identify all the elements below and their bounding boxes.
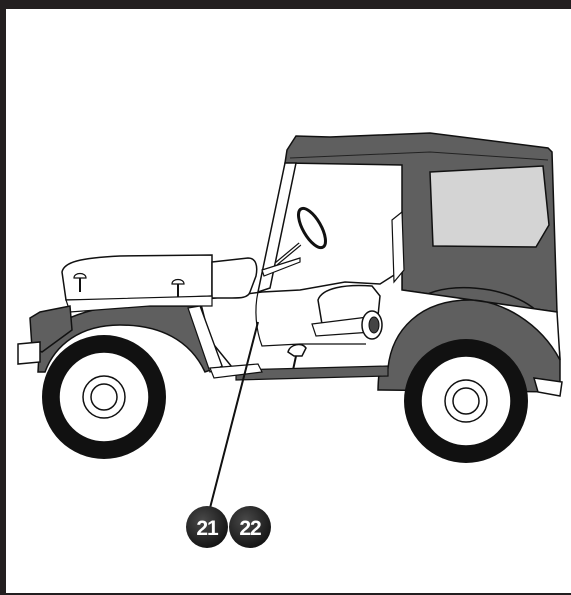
callout-22-label: 22 — [239, 517, 261, 540]
front-wheel — [42, 335, 166, 459]
rear-window — [430, 166, 549, 247]
callout-21: 21 — [186, 506, 228, 548]
cowl — [212, 258, 257, 298]
rear-wheel — [404, 339, 528, 463]
rear-bumper — [534, 378, 562, 396]
callout-21-label: 21 — [196, 517, 219, 540]
windshield — [258, 163, 300, 292]
callout-22: 22 — [229, 506, 271, 548]
